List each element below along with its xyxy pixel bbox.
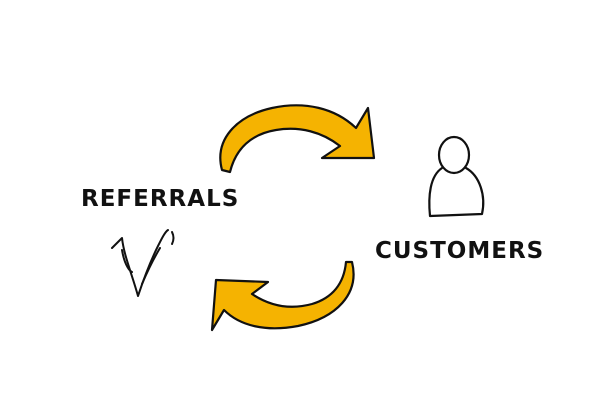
referrals-label: REFERRALS bbox=[81, 186, 239, 212]
cycle-arrow-left-icon bbox=[210, 260, 355, 332]
customers-label: CUSTOMERS bbox=[375, 238, 544, 264]
person-icon bbox=[428, 135, 485, 218]
funnel-icon bbox=[111, 229, 175, 297]
cycle-arrow-right-icon bbox=[219, 104, 376, 174]
